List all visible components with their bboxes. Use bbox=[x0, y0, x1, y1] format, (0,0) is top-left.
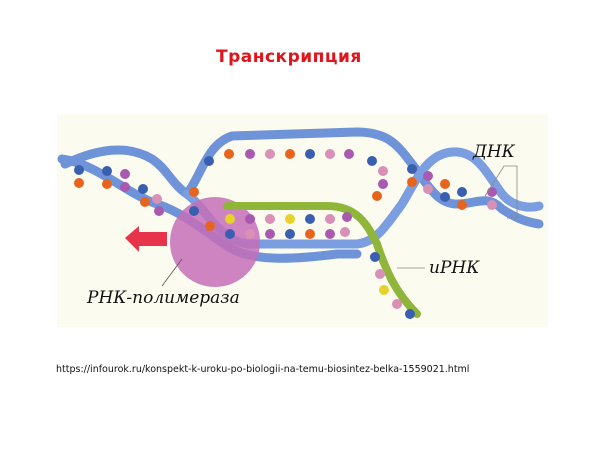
nucleotides-top-row bbox=[204, 149, 377, 166]
transcription-diagram: ДНК иРНК РНК-полимераза bbox=[57, 114, 548, 327]
source-link[interactable]: https://infourok.ru/konspekt-k-uroku-po-… bbox=[56, 364, 470, 375]
dna-transcription-illustration bbox=[57, 127, 544, 319]
dna-bracket bbox=[484, 165, 518, 219]
rna-polymerase-label: РНК-полимераза bbox=[87, 288, 240, 308]
mrna-strand bbox=[223, 202, 421, 318]
nucleotides-mrna-tail bbox=[370, 252, 415, 319]
dna-label: ДНК bbox=[473, 142, 515, 162]
nucleotides-left-helix bbox=[74, 165, 215, 231]
left-arrow-icon bbox=[125, 226, 167, 252]
rna-polymerase-shape bbox=[170, 197, 260, 287]
nucleotides-pairs-bubble bbox=[225, 212, 352, 239]
mrna-label: иРНК bbox=[429, 258, 480, 278]
polymerase-leader-line bbox=[161, 258, 183, 287]
dna-strand-upper bbox=[60, 127, 544, 229]
nucleotides-right-helix bbox=[372, 164, 497, 210]
slide-title: Транскрипция bbox=[216, 47, 362, 67]
